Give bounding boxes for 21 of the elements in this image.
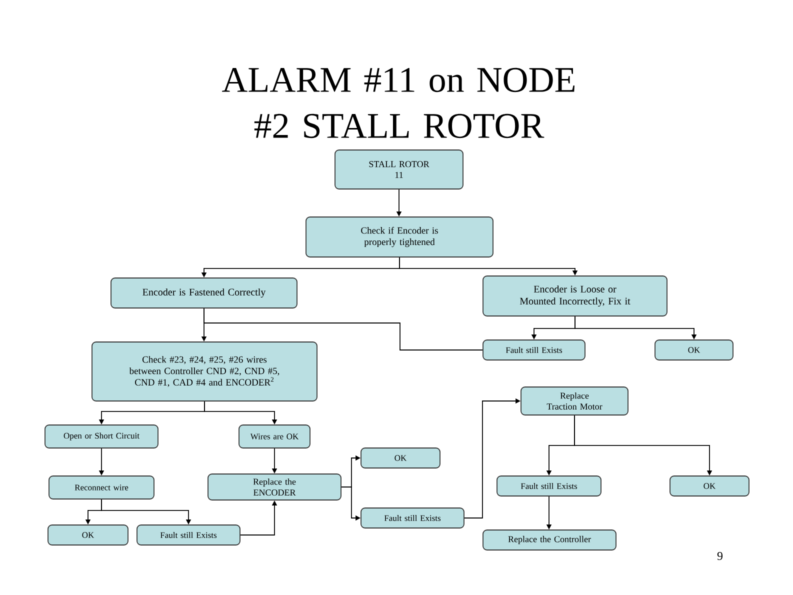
process-box: OK xyxy=(48,524,128,546)
process-box: OK xyxy=(360,448,440,468)
process-box: Check if Encoder is properly tightened xyxy=(306,216,494,258)
process-box: STALL ROTOR 11 xyxy=(334,150,464,190)
title: ALARM #11 on NODE #2 STALL ROTOR xyxy=(222,68,574,138)
process-box: Wires are OK xyxy=(238,424,310,448)
page-number: 9 xyxy=(717,552,722,560)
process-box: Replace the Controller xyxy=(482,530,616,550)
process-box: Fault still Exists xyxy=(136,524,240,546)
process-box: Fault still Exists xyxy=(360,508,464,528)
process-box: Replace Traction Motor xyxy=(520,386,628,416)
process-box: OK xyxy=(654,340,734,360)
process-box: Check #23, #24, #25, #26 wires between Controller CND #2, CND #5, CND #1, CAD #4 and ENCODER$^{2}$ xyxy=(92,342,318,402)
process-box: Fault still Exists xyxy=(496,476,602,496)
process-box: Reconnect wire xyxy=(48,476,154,500)
process-box: Encoder is Loose or Mounted Incorrectly, Fix it xyxy=(482,276,668,316)
process-box: Open or Short Circuit xyxy=(44,424,158,448)
process-box: OK xyxy=(670,476,750,496)
process-box: Encoder is Fastened Correctly xyxy=(110,278,298,308)
process-box: Replace the ENCODER xyxy=(208,474,342,500)
process-box: Fault still Exists xyxy=(482,340,586,360)
